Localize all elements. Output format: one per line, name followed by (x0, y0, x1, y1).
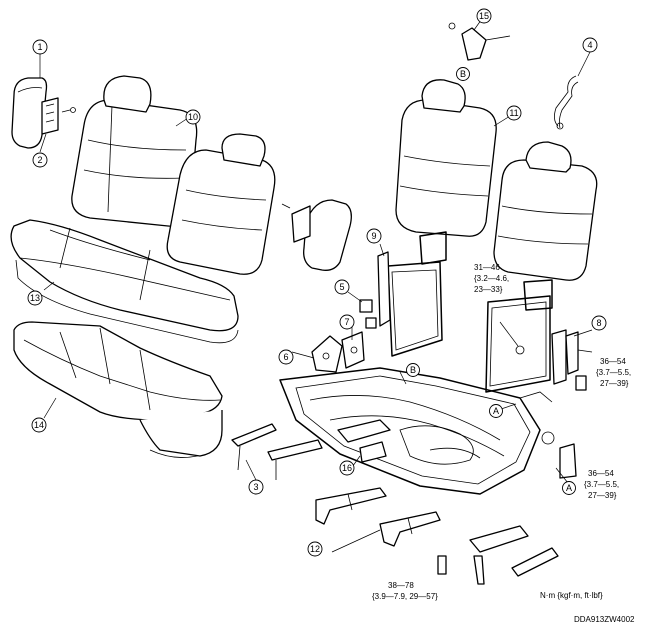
hinge-8 (565, 331, 593, 391)
svg-text:8: 8 (596, 318, 601, 328)
svg-text:B: B (460, 69, 466, 79)
seatback-right-small (493, 141, 598, 281)
svg-text:6: 6 (283, 352, 288, 362)
callout-10: 10 (185, 109, 201, 125)
torque-spec-4: 38—78 {3.9—7.9, 29—57} (372, 581, 438, 601)
callout-7: 7 (339, 314, 355, 330)
callout-12: 12 (307, 541, 323, 557)
letter-b-top: B (456, 67, 470, 81)
hinge-plate-6 (311, 335, 343, 373)
svg-text:5: 5 (339, 282, 344, 292)
clip-5 (359, 299, 377, 329)
svg-text:13: 13 (30, 293, 40, 303)
callout-5: 5 (334, 279, 350, 295)
svg-text:11: 11 (509, 108, 518, 118)
svg-text:27—39}: 27—39} (600, 379, 629, 388)
svg-text:10: 10 (188, 112, 198, 122)
bracket-2 (41, 97, 76, 135)
svg-text:27—39}: 27—39} (588, 491, 617, 500)
callout-4: 4 (582, 37, 598, 53)
cable-4 (554, 75, 579, 130)
svg-text:9: 9 (371, 231, 376, 241)
callout-8: 8 (591, 315, 607, 331)
rail-right (469, 525, 559, 585)
letter-a-low: A (562, 481, 576, 495)
svg-text:3: 3 (253, 482, 258, 492)
unit-label: N·m {kgf·m, ft·lbf} (540, 591, 603, 600)
headrest-1 (11, 77, 48, 149)
svg-text:31—46: 31—46 (474, 263, 500, 272)
torque-spec-1: 31—46 {3.2—4.6, 23—33} (474, 263, 509, 294)
callout-1: 1 (32, 39, 48, 55)
svg-text:2: 2 (37, 155, 42, 165)
callout-2: 2 (32, 152, 48, 168)
svg-text:{3.2—4.6,: {3.2—4.6, (474, 274, 509, 283)
svg-text:{3.7—5.5,: {3.7—5.5, (596, 368, 631, 377)
letter-b-mid: B (406, 363, 420, 377)
svg-text:36—54: 36—54 (600, 357, 626, 366)
svg-text:1: 1 (37, 42, 42, 52)
cushion-pad-14 (13, 321, 223, 458)
svg-text:{3.9—7.9, 29—57}: {3.9—7.9, 29—57} (372, 592, 438, 601)
diagram-code: DDA913ZW4002 (574, 615, 635, 624)
hinge-plate-7 (341, 331, 365, 369)
bracket-3 (231, 423, 323, 480)
svg-text:23—33}: 23—33} (474, 285, 503, 294)
svg-text:36—54: 36—54 (588, 469, 614, 478)
svg-text:A: A (566, 483, 572, 493)
callout-16: 16 (339, 460, 355, 476)
svg-text:B: B (410, 365, 416, 375)
svg-text:38—78: 38—78 (388, 581, 414, 590)
svg-text:{3.7—5.5,: {3.7—5.5, (584, 480, 619, 489)
bolt-lower (437, 555, 447, 575)
frame-back-left (377, 231, 447, 357)
seat-frame (279, 367, 577, 495)
svg-text:16: 16 (342, 463, 352, 473)
seat-cushion-13 (10, 219, 239, 344)
letter-a-mid: A (489, 404, 503, 418)
hook-15 (448, 22, 511, 61)
callout-13: 13 (27, 290, 43, 306)
frame-back-right (485, 279, 567, 393)
callout-9: 9 (366, 228, 382, 244)
callout-11: 11 (506, 105, 522, 121)
torque-spec-2: 36—54 {3.7—5.5, 27—39} (596, 357, 631, 388)
callout-3: 3 (248, 479, 264, 495)
svg-text:A: A (493, 406, 499, 416)
svg-text:7: 7 (344, 317, 349, 327)
svg-text:15: 15 (479, 11, 489, 21)
callout-6: 6 (278, 349, 294, 365)
headrest-middle (281, 199, 352, 271)
callout-15: 15 (476, 8, 492, 24)
svg-text:14: 14 (34, 420, 44, 430)
seatback-11 (395, 79, 497, 237)
svg-text:12: 12 (310, 544, 320, 554)
torque-spec-3: 36—54 {3.7—5.5, 27—39} (584, 469, 619, 500)
svg-text:4: 4 (587, 40, 592, 50)
callout-14: 14 (31, 417, 47, 433)
strap-12 (315, 487, 441, 547)
seatback-small (166, 133, 276, 275)
